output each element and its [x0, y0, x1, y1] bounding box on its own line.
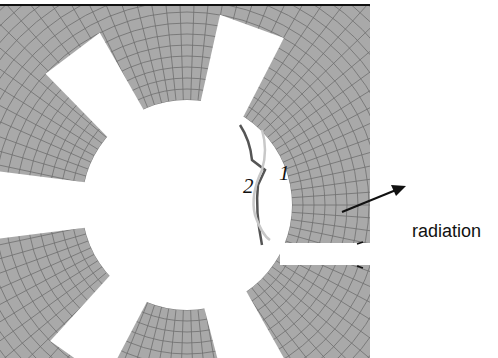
top-edge [0, 4, 370, 6]
callout-number: 1 [279, 163, 290, 184]
mesh-line [154, 5, 176, 101]
mesh-ring [0, 5, 370, 358]
mesh-line [191, 310, 199, 358]
mesh-line [263, 278, 370, 358]
mesh-ring [0, 5, 370, 358]
mesh-line [276, 261, 370, 358]
mesh-ring [0, 5, 370, 358]
mesh-line [286, 96, 370, 170]
mesh-ring [0, 5, 370, 358]
mesh-ring [0, 5, 370, 358]
mesh-ring [0, 5, 370, 358]
mesh-ring [0, 5, 370, 358]
radiation-arrow [342, 190, 396, 212]
mesh-line [176, 5, 184, 100]
mesh-ring [0, 5, 370, 358]
output-slot [280, 243, 370, 265]
mesh-ring [0, 5, 370, 358]
resonator-slot [50, 274, 148, 358]
meshed-anode [0, 5, 370, 358]
output-marks [357, 242, 363, 268]
resonator-slot [204, 289, 290, 358]
mesh-line [176, 310, 184, 358]
output-label: radiation [412, 222, 481, 240]
resonator-slot [200, 15, 284, 119]
trajectory-2 [254, 130, 270, 240]
mesh-line [191, 5, 199, 100]
mesh-line [263, 5, 370, 132]
resonator-slot [0, 171, 87, 239]
mesh-line [267, 272, 370, 358]
mesh-ring [0, 5, 370, 358]
resonator-slot [46, 33, 145, 139]
mesh-ring [0, 12, 370, 358]
mesh-line [290, 138, 370, 183]
callout-number: 2 [243, 176, 254, 197]
mesh-ring [0, 5, 370, 358]
mesh-line [292, 183, 370, 198]
cavity-and-slots [0, 15, 370, 358]
arrow-head [391, 185, 406, 196]
